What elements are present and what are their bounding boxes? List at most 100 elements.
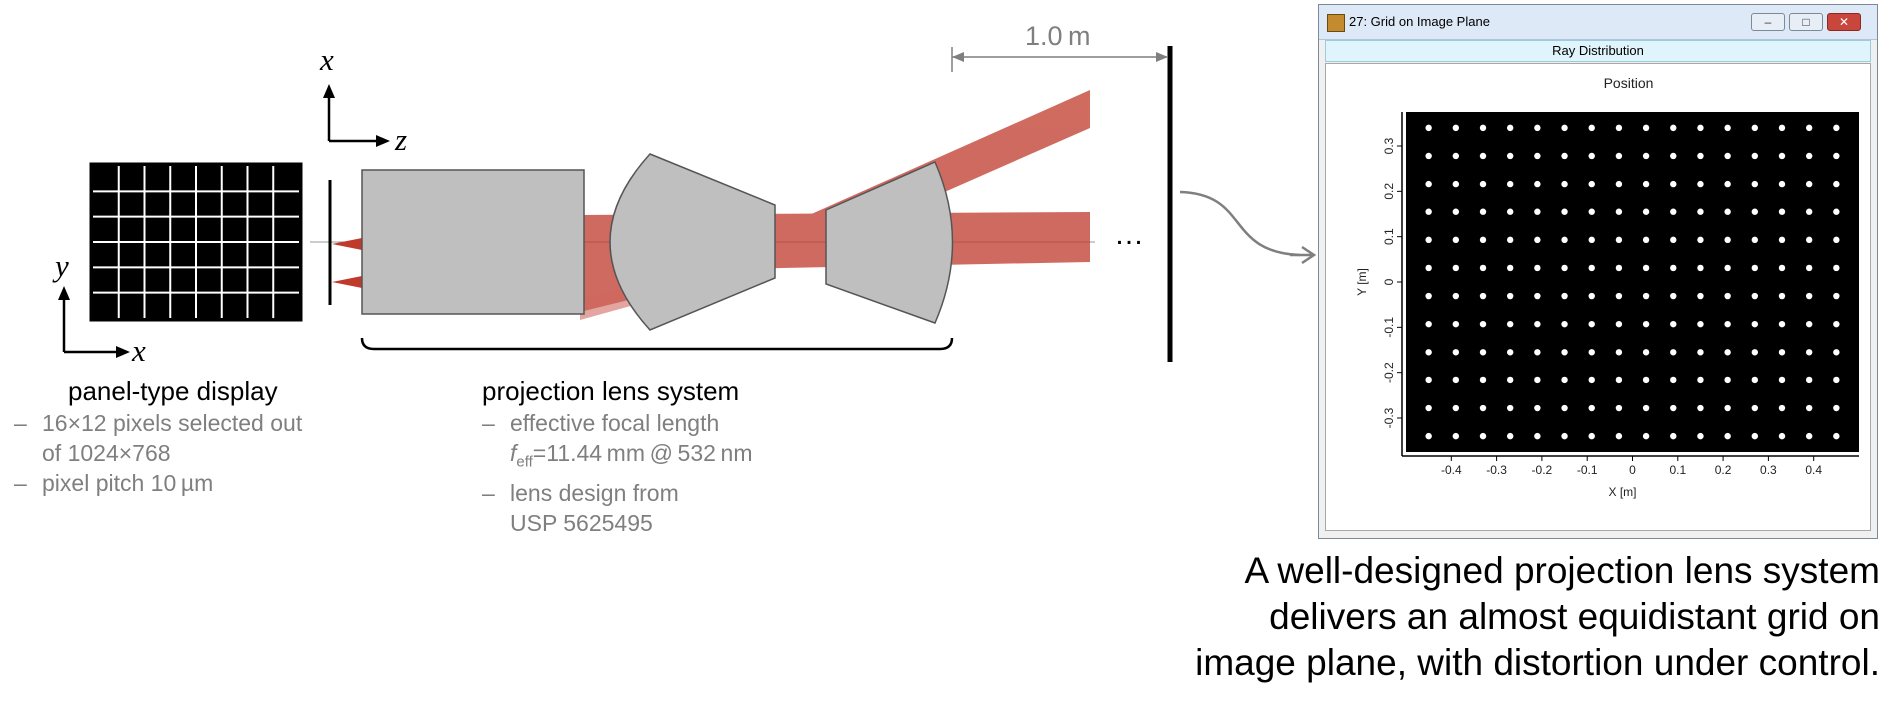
grid-point	[1588, 264, 1595, 272]
x-tick-label: -0.1	[1577, 463, 1598, 477]
grid-point	[1452, 208, 1460, 215]
y-axis-label: Y [m]	[1355, 268, 1369, 296]
focal-symbol: f	[510, 440, 517, 466]
grid-point	[1615, 208, 1623, 215]
grid-point	[1506, 404, 1514, 412]
grid-point	[1751, 376, 1759, 384]
lens-bullets: –effective focal length feff=11.44 mm @ …	[482, 410, 753, 536]
chart-title: Position	[1604, 75, 1654, 91]
grid-point	[1642, 208, 1650, 215]
grid-point	[1778, 404, 1786, 412]
x-tick-label: 0	[1629, 463, 1636, 477]
grid-point	[1805, 152, 1813, 160]
grid-point	[1642, 292, 1650, 300]
grid-point	[1697, 376, 1704, 384]
grid-point	[1452, 320, 1460, 328]
grid-point	[1751, 349, 1759, 356]
x-tick-label: 0.2	[1715, 463, 1732, 477]
grid-point	[1751, 180, 1759, 188]
grid-point	[1452, 404, 1460, 412]
display-bullet-2: pixel pitch 10 µm	[42, 470, 214, 496]
window-titlebar[interactable]: 27: Grid on Image Plane – □ ✕	[1319, 5, 1877, 40]
pixel-grid	[93, 166, 299, 318]
grid-point	[1724, 264, 1731, 272]
grid-point	[1697, 320, 1704, 328]
close-button[interactable]: ✕	[1827, 13, 1861, 31]
grid-point	[1833, 376, 1840, 384]
grid-point	[1642, 320, 1650, 328]
grid-point	[1778, 180, 1786, 188]
caption-line-1: A well-designed projection lens system	[1244, 550, 1881, 591]
grid-point	[1778, 236, 1786, 244]
grid-point	[1425, 264, 1432, 272]
grid-point	[1534, 404, 1541, 412]
lens-bullet-1-cont: =11.44 mm @ 532 nm	[532, 440, 753, 466]
x-tick-label: 0.1	[1669, 463, 1686, 477]
grid-point	[1670, 320, 1677, 328]
grid-point	[1561, 349, 1568, 356]
grid-point	[1751, 432, 1759, 440]
grid-point	[1425, 124, 1432, 132]
grid-point	[1833, 264, 1840, 272]
grid-point	[1642, 349, 1650, 356]
grid-point	[1778, 124, 1786, 132]
grid-point	[1561, 320, 1568, 328]
axis-label-x-top: x	[320, 42, 334, 77]
y-tick-label: 0.3	[1382, 137, 1396, 154]
distance-dimension	[951, 47, 1168, 72]
y-tick-label: -0.3	[1382, 407, 1396, 428]
grid-point	[1561, 404, 1568, 412]
grid-point	[1506, 320, 1514, 328]
axis-label-z: z	[395, 122, 408, 157]
grid-point	[1425, 376, 1432, 384]
grid-point	[1452, 236, 1460, 244]
lens-bullet-2: lens design from	[510, 479, 679, 506]
grid-point	[1724, 152, 1731, 160]
grid-point	[1615, 292, 1623, 300]
grid-point	[1670, 264, 1677, 272]
grid-point	[1479, 292, 1487, 300]
grid-point	[1805, 349, 1813, 356]
grid-point	[1615, 152, 1623, 160]
grid-point	[1588, 180, 1595, 188]
grid-point	[1452, 292, 1460, 300]
grid-point	[1506, 432, 1514, 440]
lens-title: projection lens system	[482, 376, 740, 406]
grid-point	[1615, 432, 1623, 440]
grid-point	[1479, 432, 1487, 440]
grid-point	[1805, 236, 1813, 244]
grid-point	[1724, 404, 1731, 412]
axis-label-x-bottom: x	[132, 333, 146, 368]
grid-point	[1697, 292, 1704, 300]
grid-point	[1615, 264, 1623, 272]
caption-line-3: image plane, with distortion under contr…	[1195, 642, 1880, 683]
optical-layout	[58, 46, 1300, 362]
grid-point	[1506, 376, 1514, 384]
grid-point	[1561, 152, 1568, 160]
grid-point	[1479, 404, 1487, 412]
grid-point	[1778, 292, 1786, 300]
grid-point	[1506, 152, 1514, 160]
grid-point	[1724, 124, 1731, 132]
grid-point	[1751, 320, 1759, 328]
grid-point	[1615, 320, 1623, 328]
grid-point	[1452, 152, 1460, 160]
plot-window[interactable]: 27: Grid on Image Plane – □ ✕ Ray Distri…	[1318, 4, 1878, 539]
grid-point	[1588, 292, 1595, 300]
grid-point	[1615, 124, 1623, 132]
tab-ray-distribution[interactable]: Ray Distribution	[1325, 40, 1871, 62]
maximize-button[interactable]: □	[1789, 13, 1823, 31]
beam-cone-lower	[332, 276, 362, 288]
grid-point	[1452, 376, 1460, 384]
grid-point	[1642, 432, 1650, 440]
grid-point	[1778, 349, 1786, 356]
minimize-button[interactable]: –	[1751, 13, 1785, 31]
grid-point	[1534, 376, 1541, 384]
grid-point	[1425, 292, 1432, 300]
grid-point	[1778, 208, 1786, 215]
grid-point	[1670, 124, 1677, 132]
x-tick-label: 0.4	[1805, 463, 1822, 477]
grid-point	[1615, 376, 1623, 384]
